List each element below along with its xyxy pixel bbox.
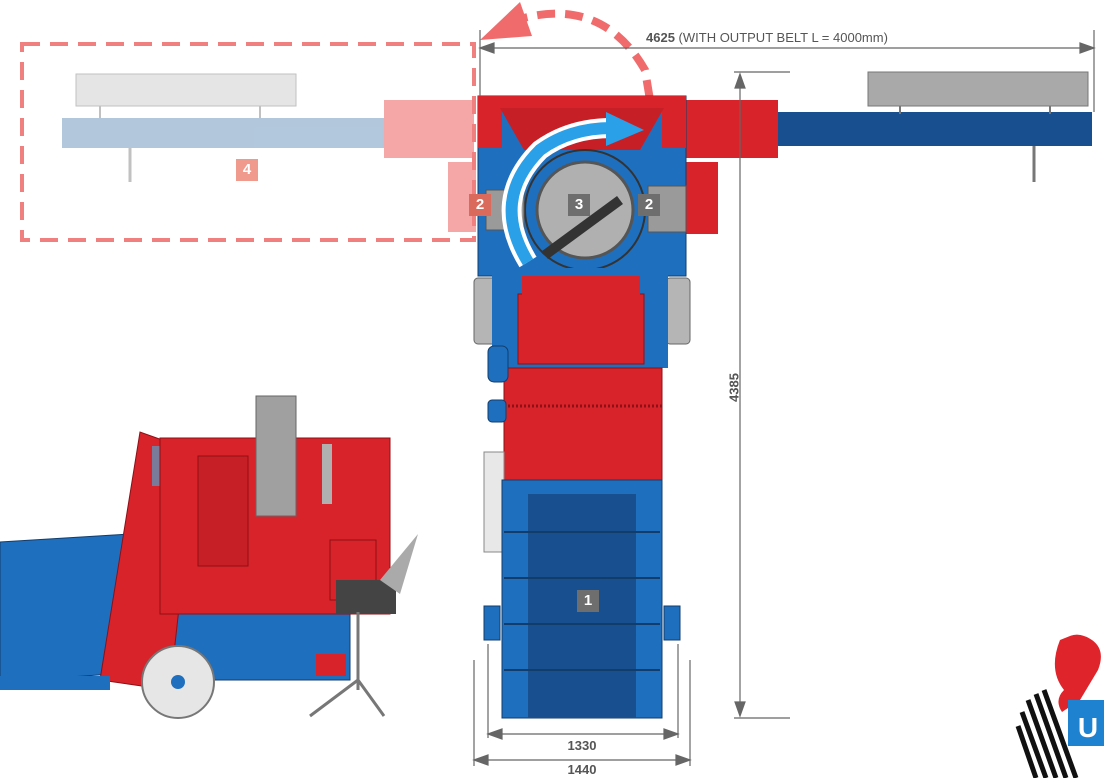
outer-width-dimension: 1440 xyxy=(560,762,604,777)
ghost-output-belt xyxy=(62,73,476,232)
outer-width-value: 1440 xyxy=(567,762,597,777)
rotation-dashed-arc xyxy=(508,9,656,113)
rotation-arrowhead xyxy=(480,2,532,40)
inner-width-value: 1330 xyxy=(567,738,597,753)
height-dimension: 4385 xyxy=(727,366,742,410)
total-width-note: (WITH OUTPUT BELT L = 4000mm) xyxy=(678,30,888,45)
machine-side-view xyxy=(0,395,418,719)
inner-width-dimension: 1330 xyxy=(560,738,604,753)
logo-letter: U xyxy=(1077,712,1099,743)
callout-4: 4 xyxy=(236,159,258,181)
callout-2-right: 2 xyxy=(638,194,660,216)
total-width-value: 4625 xyxy=(646,30,675,45)
total-width-dimension: 4625 (WITH OUTPUT BELT L = 4000mm) xyxy=(646,30,888,45)
dimension-lines xyxy=(472,30,1096,766)
callout-3: 3 xyxy=(568,194,590,216)
callout-2-left: 2 xyxy=(469,194,491,216)
rotation-blue-arrowhead xyxy=(606,112,644,146)
ghost-position-frame xyxy=(20,42,476,242)
lion-logo xyxy=(1015,634,1104,778)
height-value: 4385 xyxy=(726,373,742,402)
output-belt-right xyxy=(686,71,1092,234)
callout-1: 1 xyxy=(577,590,599,612)
